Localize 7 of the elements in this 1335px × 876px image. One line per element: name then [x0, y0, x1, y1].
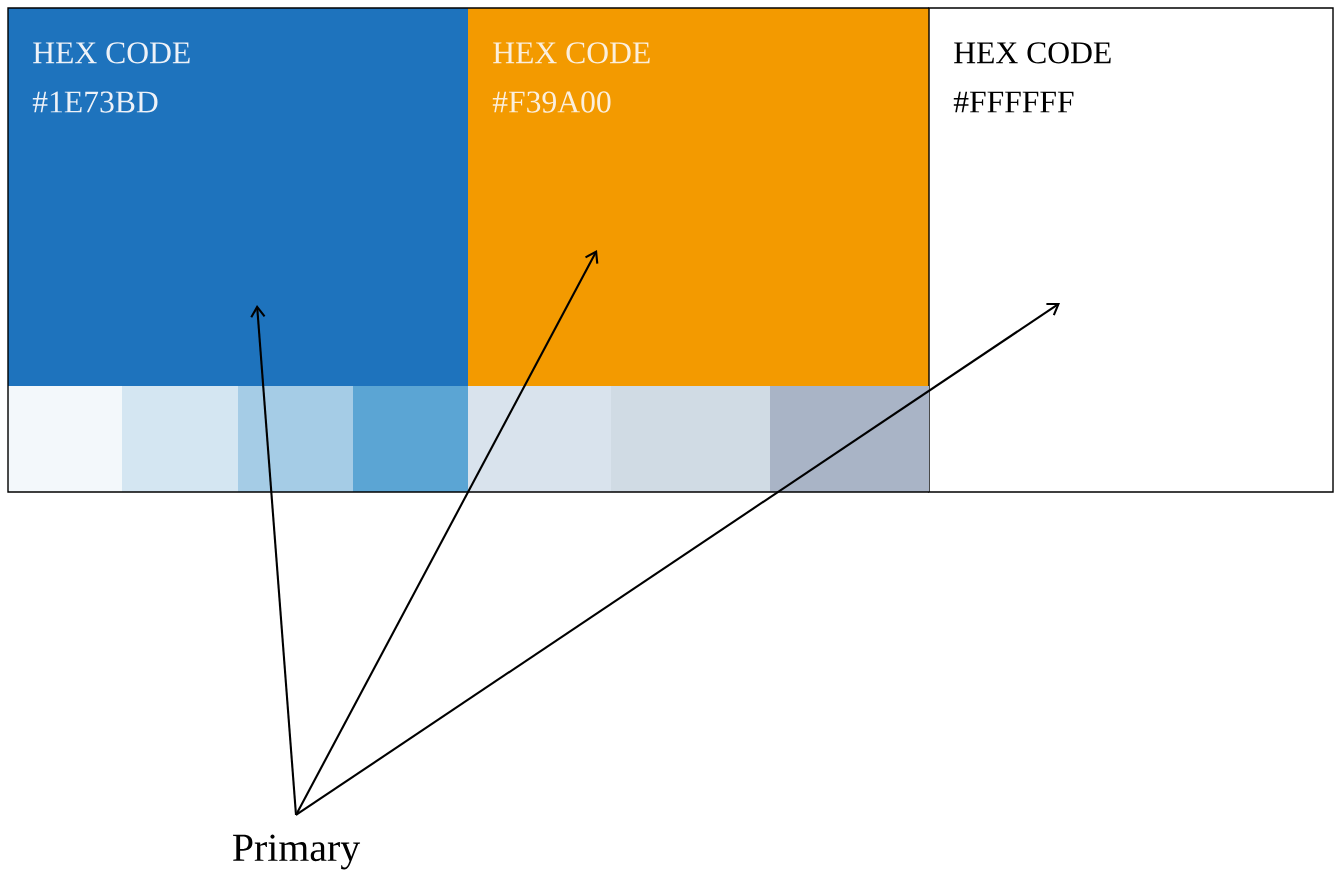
arrow	[250, 305, 298, 816]
arrow	[295, 303, 1060, 816]
color-block: HEX CODE #F39A00	[468, 8, 929, 386]
color-block: HEX CODE #FFFFFF	[928, 7, 1334, 493]
caption-text: Primary	[233, 834, 361, 870]
arrow	[295, 250, 599, 816]
color-block: HEX CODE #1E73BD	[8, 8, 468, 386]
